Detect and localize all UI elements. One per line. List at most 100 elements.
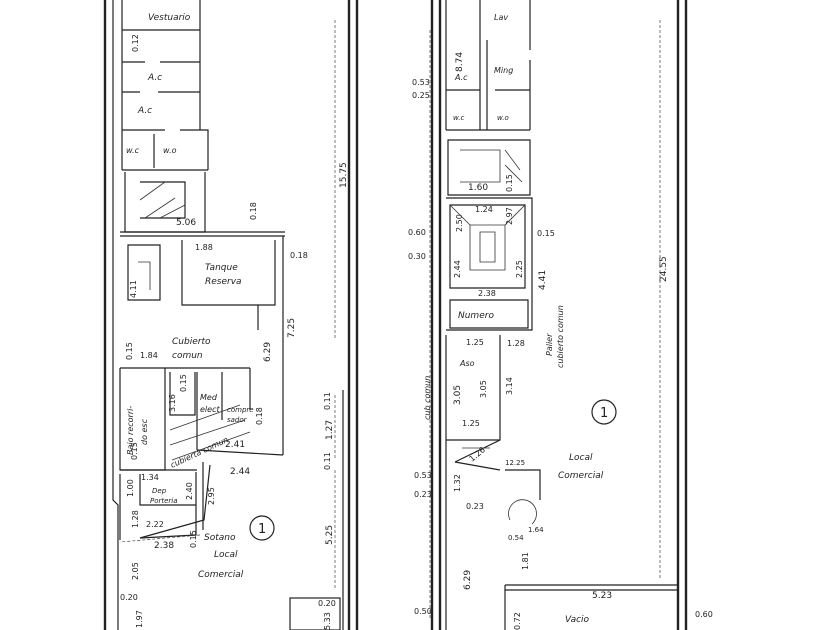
dim-241: 2.41	[225, 440, 245, 450]
label-escalera: cubierta comun	[169, 435, 230, 470]
dim-023a: 0.23	[414, 490, 432, 499]
dim-629r: 6.29	[463, 570, 473, 590]
dim-295: 2.95	[207, 487, 216, 505]
label-sotano: Sotano	[204, 533, 236, 543]
dim-874: 8.74	[455, 52, 465, 72]
dim-015f: 0.15	[537, 229, 555, 238]
dim-015e: 0.15	[505, 174, 514, 192]
dim-060: 0.60	[408, 228, 426, 237]
dim-238l: 2.38	[154, 541, 174, 551]
dim-100: 1.00	[126, 479, 135, 497]
dim-2455: 24.55	[659, 256, 669, 282]
dim-023b: 0.23	[466, 502, 484, 511]
dim-629: 6.29	[263, 342, 273, 362]
dim-160: 1.60	[468, 183, 488, 193]
label-local-left: Local	[214, 550, 238, 560]
dim-188: 1.88	[195, 243, 213, 252]
label-ac-1: A.c	[147, 73, 162, 83]
dim-015a: 0.15	[125, 342, 134, 360]
label-wo-left: w.o	[163, 146, 177, 155]
label-wc-right: w.c	[453, 114, 465, 122]
dim-441: 4.41	[538, 270, 548, 290]
dim-012: 0.12	[131, 34, 140, 52]
dim-053a: 0.53	[412, 78, 430, 87]
dim-250: 2.50	[455, 214, 464, 232]
label-compr-2: sador	[227, 416, 248, 424]
label-cub-comun: cub comun	[423, 376, 432, 420]
label-wc-left: w.c	[126, 146, 140, 155]
dim-725: 7.25	[287, 318, 297, 338]
dim-128b: 1.28	[507, 339, 525, 348]
dim-015c: 0.15	[130, 442, 139, 460]
left-lot-partitions	[119, 0, 285, 540]
label-compr-1: compre	[227, 406, 254, 414]
dim-125a: 1.25	[466, 338, 484, 347]
dim-533: 5.33	[323, 612, 332, 630]
dim-050: 0.50	[414, 607, 432, 616]
dim-506: 5.06	[176, 218, 196, 228]
label-ac-3: A.c	[454, 73, 468, 82]
label-vacio: Vacio	[565, 615, 590, 625]
dim-015d: 0.15	[189, 530, 198, 548]
dim-297: 2.97	[505, 207, 514, 225]
dim-244: 2.44	[230, 467, 250, 477]
label-bajo-2: do esc	[140, 418, 149, 445]
label-aso: Aso	[459, 359, 475, 368]
dim-305b: 3.05	[479, 380, 488, 398]
dim-127: 1.27	[325, 420, 335, 440]
label-vestuario: Vestuario	[148, 13, 191, 23]
dim-238r: 2.38	[478, 289, 496, 298]
lot-marker-left-label: 1	[258, 522, 266, 537]
label-ac-2: A.c	[137, 106, 152, 116]
dim-125b: 1.25	[462, 419, 480, 428]
label-palier-2: cubierto comun	[556, 305, 565, 368]
dim-054: 0.54	[508, 534, 524, 542]
dim-411l: 4.11	[129, 280, 138, 298]
right-lot-partitions	[445, 0, 678, 630]
dim-011b: 0.11	[323, 452, 332, 470]
dim-222: 2.22	[146, 520, 164, 529]
lot-marker-right-label: 1	[600, 406, 608, 421]
dim-314: 3.14	[505, 377, 514, 395]
label-comercial-right: Comercial	[558, 471, 604, 481]
dim-072: 0.72	[513, 612, 522, 630]
dim-020b: 0.20	[318, 599, 336, 608]
dim-164: 1.64	[528, 526, 544, 534]
dim-128a: 1.28	[131, 510, 140, 528]
label-tanque-2: Reserva	[205, 277, 242, 287]
label-med-2: elect	[200, 405, 220, 414]
outer-walls	[103, 0, 688, 630]
label-dep-2: Porteria	[150, 497, 178, 505]
dim-015b: 0.15	[179, 374, 188, 392]
label-palier-1: Palier	[545, 333, 554, 356]
dim-018a: 0.18	[249, 202, 258, 220]
dimension-lines	[119, 20, 661, 620]
label-tanque-1: Tanque	[205, 263, 238, 273]
dim-225: 2.25	[515, 260, 524, 278]
dim-316: 3.16	[168, 394, 177, 412]
dim-060b: 0.60	[695, 610, 713, 619]
dim-134: 1.34	[141, 473, 159, 482]
dim-240: 2.40	[185, 482, 194, 500]
dim-053b: 0.53	[414, 471, 432, 480]
dim-205: 2.05	[131, 562, 140, 580]
dimension-labels: 0.12 5.06 0.18 1.88 0.18 4.11 7.25 0.15 …	[120, 34, 713, 630]
dim-030: 0.30	[408, 252, 426, 261]
dim-011a: 0.11	[323, 392, 332, 410]
dim-124: 1.24	[475, 205, 493, 214]
dim-025: 0.25	[412, 91, 430, 100]
label-bajo-1: Bajo recorri-	[126, 406, 135, 455]
label-cubierto-2: comun	[172, 351, 203, 361]
label-dep-1: Dep	[152, 487, 167, 495]
dim-020: 0.20	[120, 593, 138, 602]
dim-018b: 0.18	[290, 251, 308, 260]
label-comercial-left: Comercial	[198, 570, 244, 580]
dim-197: 1.97	[135, 610, 144, 628]
dim-181: 1.81	[521, 552, 530, 570]
dim-1225: 12.25	[505, 459, 525, 467]
dim-132: 1.32	[453, 474, 462, 492]
bottom-left-element	[289, 597, 341, 630]
dim-244r: 2.44	[453, 260, 462, 278]
lot-marker-right	[591, 399, 617, 425]
